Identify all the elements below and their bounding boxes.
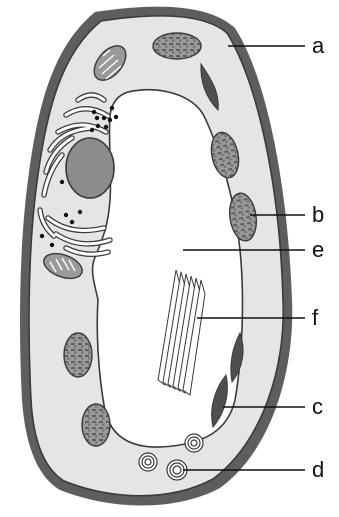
label-f: f [312, 305, 319, 330]
chloroplast-icon [153, 33, 201, 59]
label-a: a [312, 33, 325, 58]
label-b: b [312, 202, 324, 227]
nucleus-icon [66, 138, 114, 198]
label-d: d [312, 457, 324, 482]
chloroplast-icon [82, 404, 110, 446]
labels: a b e f c d [312, 33, 325, 482]
label-c: c [312, 394, 323, 419]
label-e: e [312, 237, 324, 262]
chloroplast-icon [64, 333, 92, 377]
